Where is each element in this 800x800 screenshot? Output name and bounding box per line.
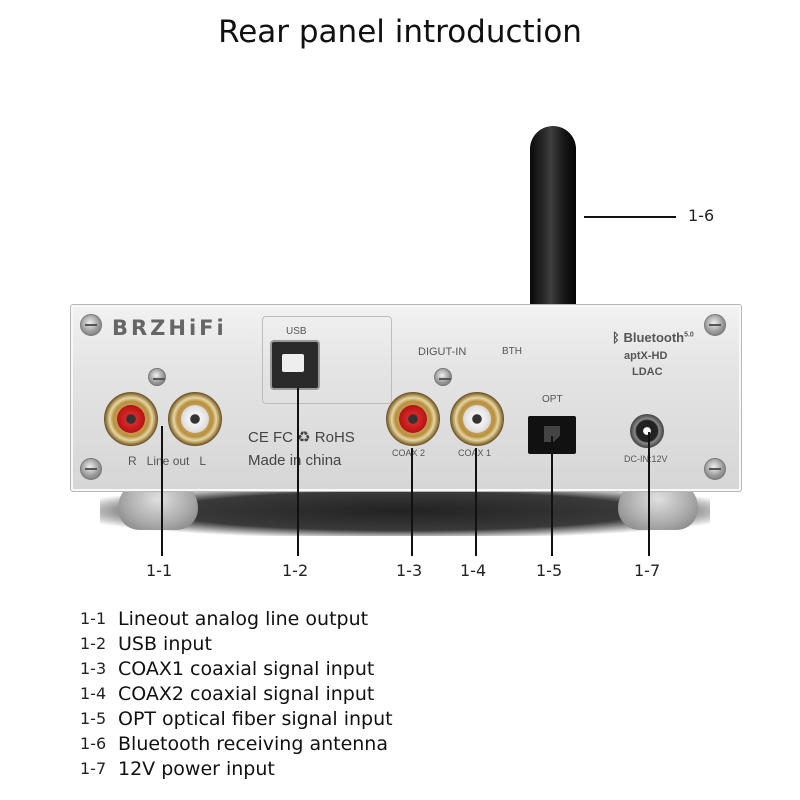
bluetooth-version: 5.0 (684, 331, 694, 339)
legend-number: 1-3 (80, 659, 107, 678)
legend-item: 1-1 Lineout analog line output (80, 606, 393, 631)
legend-item: 1-7 12V power input (80, 756, 393, 781)
made-in-label: Made in china (248, 452, 342, 469)
codec-ldac: LDAC (632, 366, 663, 378)
bluetooth-icon: ᛒ (612, 330, 620, 345)
callout-1-2: 1-2 (282, 561, 309, 580)
page-title: Rear panel introduction (218, 14, 582, 50)
screw-icon (80, 314, 102, 336)
legend-number: 1-4 (80, 684, 107, 703)
coax1-jack (450, 392, 504, 446)
leader-line-1-3 (411, 448, 413, 556)
legend-number: 1-6 (80, 734, 107, 753)
legend-item: 1-2 USB input (80, 631, 393, 656)
digital-in-label: DIGUT-IN (418, 346, 467, 358)
legend-number: 1-1 (80, 609, 107, 628)
legend-description: COAX1 coaxial signal input (118, 657, 375, 680)
legend-description: Bluetooth receiving antenna (118, 732, 388, 755)
legend-item: 1-3 COAX1 coaxial signal input (80, 656, 393, 681)
legend: 1-1 Lineout analog line output 1-2 USB i… (80, 606, 393, 781)
codec-aptx: aptX-HD (624, 350, 668, 362)
dc-power-jack (630, 414, 664, 448)
opt-label: OPT (542, 394, 563, 405)
screw-icon (704, 458, 726, 480)
legend-number: 1-2 (80, 634, 107, 653)
callout-1-3: 1-3 (396, 561, 423, 580)
callout-1-5: 1-5 (536, 561, 563, 580)
screw-icon (80, 458, 102, 480)
leader-line-1-5 (551, 436, 553, 556)
brand-logo: BRZHiFi (112, 316, 227, 340)
screw-icon (434, 368, 452, 386)
leader-line-1-6 (584, 216, 676, 218)
legend-description: Lineout analog line output (118, 607, 369, 630)
screw-icon (148, 368, 166, 386)
legend-description: COAX2 coaxial signal input (118, 682, 375, 705)
usb-label: USB (286, 326, 307, 337)
legend-item: 1-6 Bluetooth receiving antenna (80, 731, 393, 756)
lineout-right-jack (104, 392, 158, 446)
coax2-label: COAX 2 (392, 448, 426, 458)
lineout-left-jack (168, 392, 222, 446)
bluetooth-text: Bluetooth (623, 330, 685, 345)
bluetooth-logo: ᛒ Bluetooth5.0 (612, 330, 694, 345)
legend-description: 12V power input (118, 757, 275, 780)
certification-marks: CE FC ♻ RoHS (248, 429, 355, 446)
callout-1-1: 1-1 (146, 561, 173, 580)
coax1-label: COAX 1 (458, 448, 492, 458)
screw-icon (704, 314, 726, 336)
lineout-label: R Line out L (128, 454, 207, 468)
usb-area (262, 316, 392, 404)
callout-1-7: 1-7 (634, 561, 661, 580)
legend-item: 1-5 OPT optical fiber signal input (80, 706, 393, 731)
legend-description: OPT optical fiber signal input (118, 707, 393, 730)
leader-line-1-7 (648, 432, 650, 556)
legend-description: USB input (118, 632, 212, 655)
legend-number: 1-5 (80, 709, 107, 728)
usb-port (270, 340, 320, 390)
dc-label: DC-IN:12V (624, 454, 668, 464)
legend-number: 1-7 (80, 759, 107, 778)
coax2-jack (386, 392, 440, 446)
callout-1-4: 1-4 (460, 561, 487, 580)
bth-label: BTH (502, 346, 522, 357)
leader-line-1-4 (475, 448, 477, 556)
callout-1-6: 1-6 (688, 206, 715, 225)
legend-item: 1-4 COAX2 coaxial signal input (80, 681, 393, 706)
leader-line-1-1 (161, 426, 163, 556)
leader-line-1-2 (297, 388, 299, 556)
device-shadow (100, 486, 710, 536)
